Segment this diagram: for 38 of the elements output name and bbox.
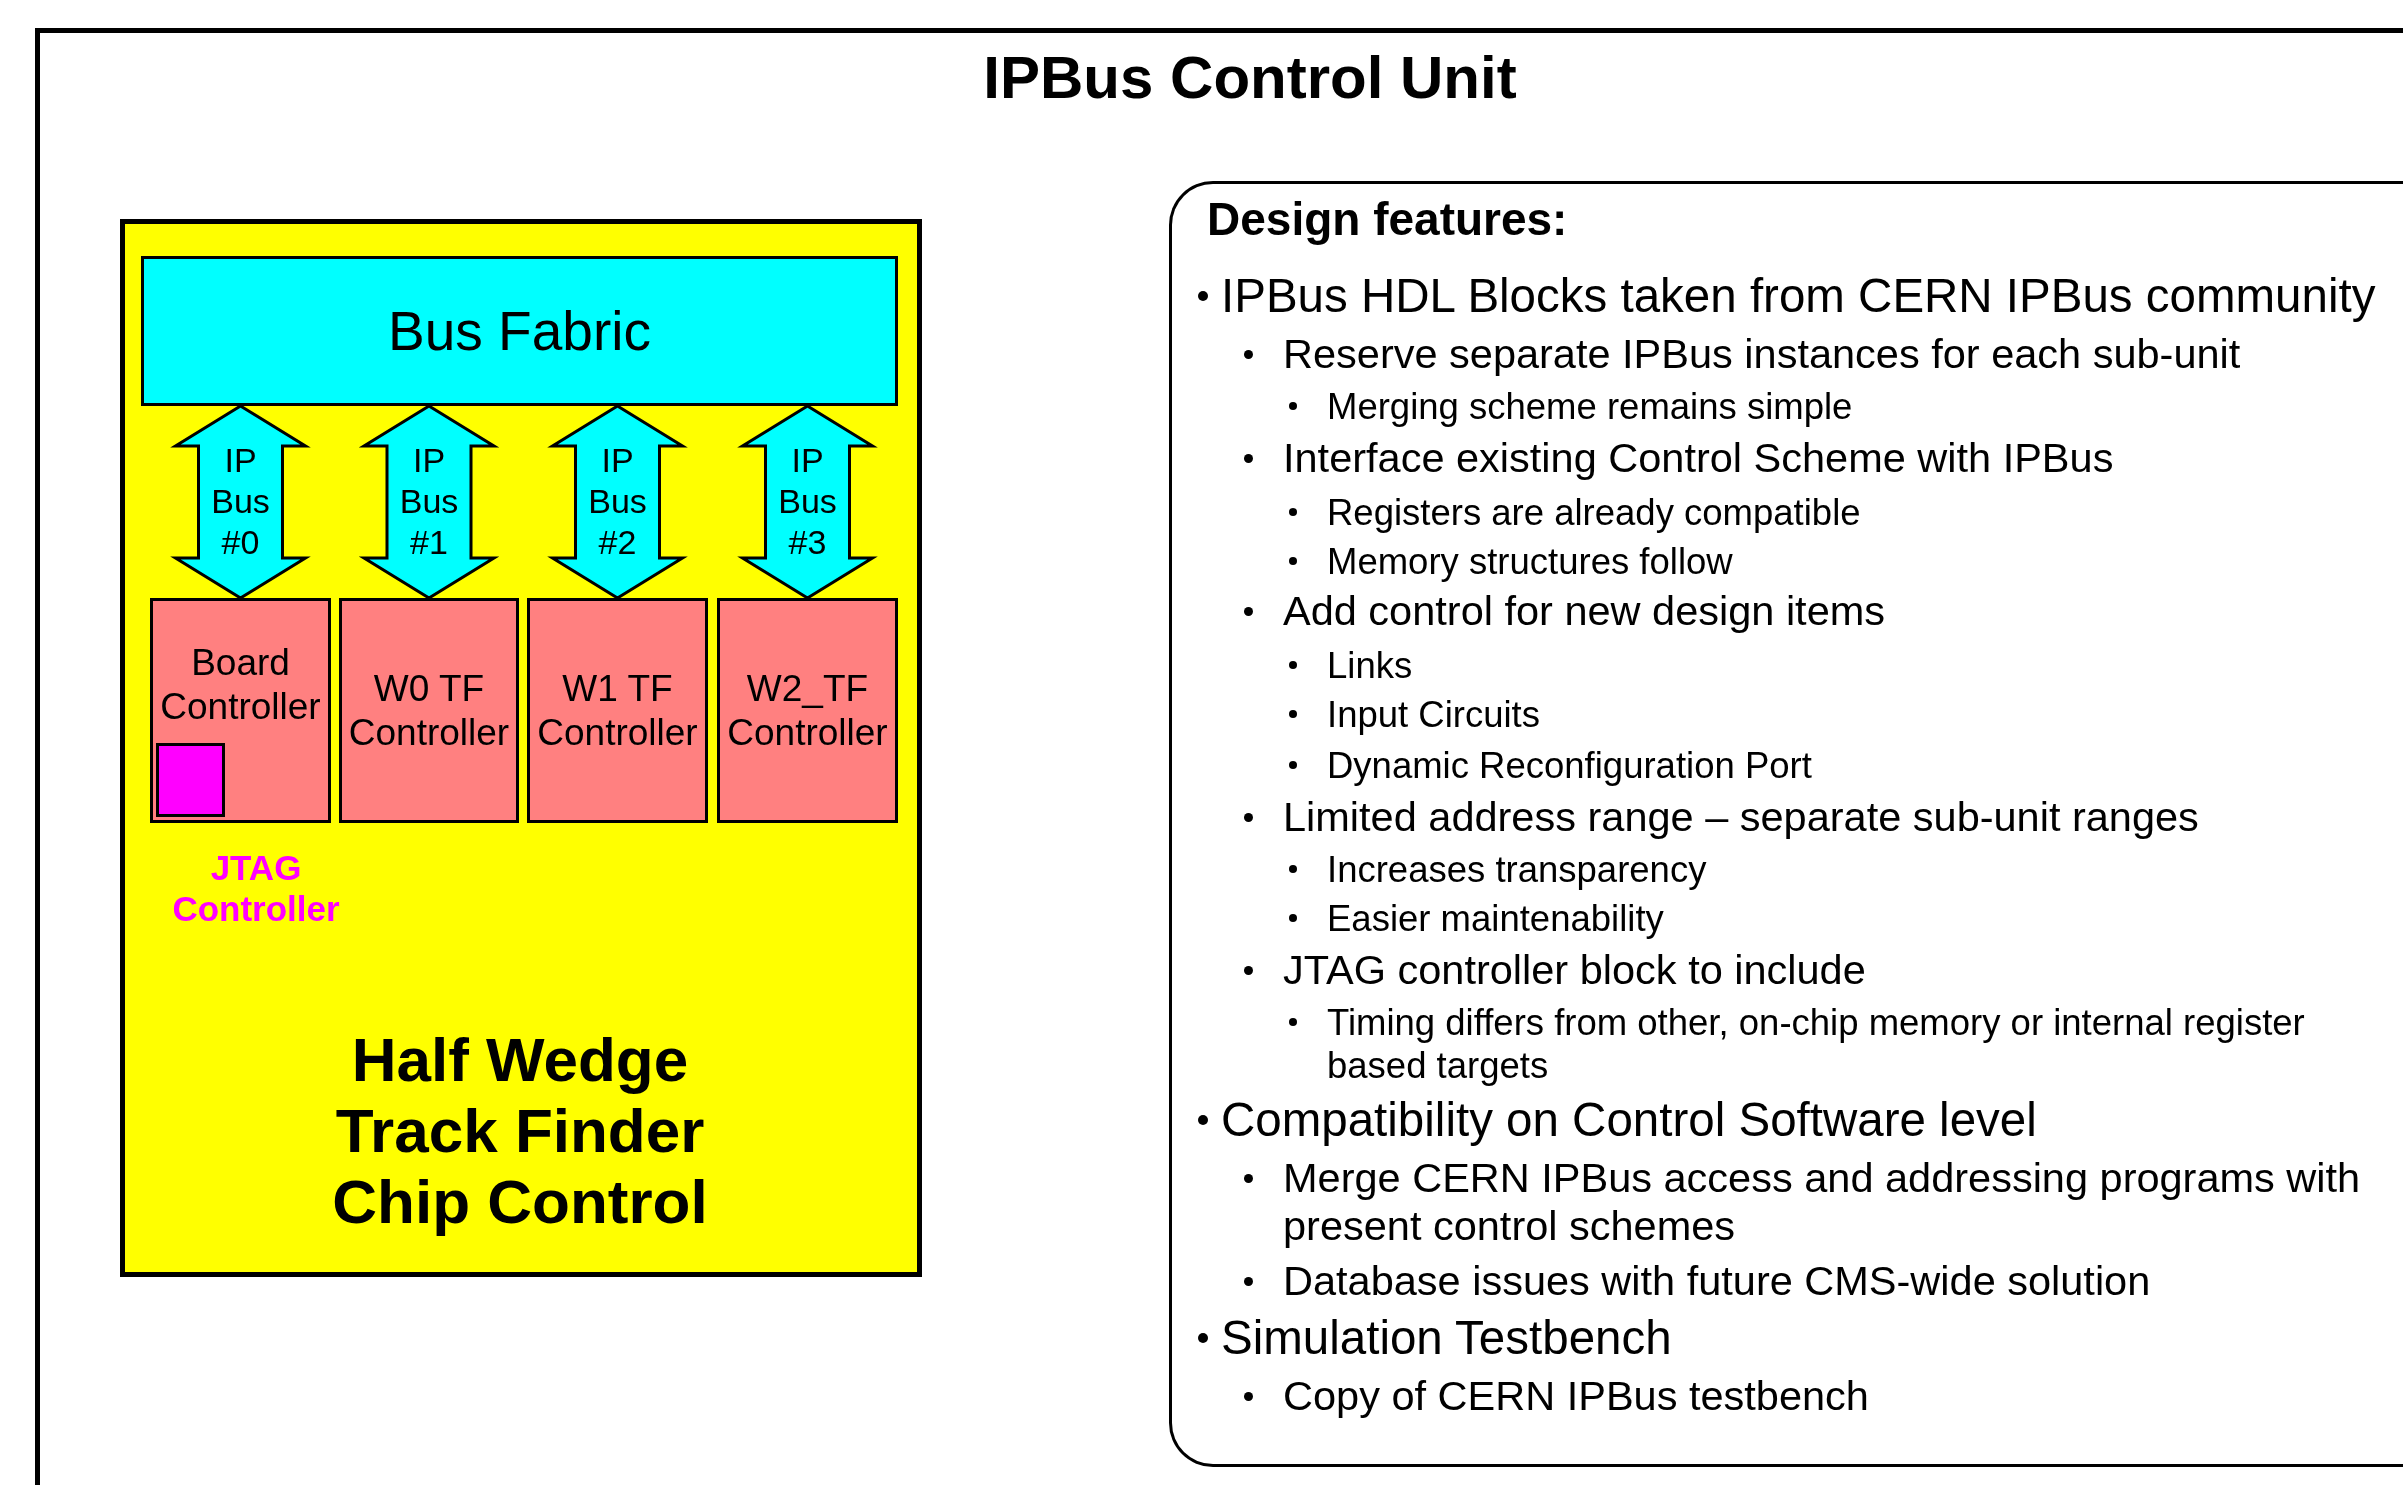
list-item: Limited address range – separate sub-unit ranges	[1283, 793, 2200, 841]
edge-label: IP Bus #0	[210, 440, 271, 563]
text-panel	[1169, 181, 2403, 1467]
list-item: Reserve separate IPBus instances for each sub-unit	[1283, 330, 2242, 378]
controller-box: W1 TF Controller	[527, 598, 708, 823]
list-item: Input Circuits	[1327, 692, 1541, 736]
list-item: Merging scheme remains simple	[1327, 384, 1854, 428]
edge-label: IP Bus #2	[587, 440, 648, 563]
list-item: Links	[1327, 643, 1414, 687]
list-item: Increases transparency	[1327, 847, 1708, 891]
edge-label: IP Bus #3	[777, 440, 838, 563]
list-item: JTAG controller block to include	[1283, 946, 1867, 994]
list-item: Dynamic Reconfiguration Port	[1327, 743, 1813, 787]
chip-block	[120, 219, 922, 1277]
jtag-label: JTAG Controller	[171, 847, 341, 929]
edge-label: IP Bus #1	[398, 440, 460, 563]
list-item: Easier maintenability	[1327, 896, 1665, 940]
list-item: Copy of CERN IPBus testbench	[1283, 1372, 1870, 1420]
slide-title: IPBus Control Unit	[982, 43, 1518, 113]
double-block-arrow	[737, 404, 878, 600]
bus-fabric-box: Bus Fabric	[141, 256, 898, 406]
panel-heading: Design features:	[1207, 192, 1568, 247]
list-item: IPBus HDL Blocks taken from CERN IPBus community	[1221, 271, 2377, 321]
double-block-arrow	[170, 404, 311, 600]
list-item: Memory structures follow	[1327, 539, 1734, 583]
list-item: Merge CERN IPBus access and addressing programs with present control schemes	[1283, 1154, 2362, 1250]
list-item: Timing differs from other, on-chip memory or internal register based targets	[1327, 1000, 2306, 1087]
list-item: Add control for new design items	[1283, 587, 1887, 635]
controller-box: W2_TF Controller	[717, 598, 898, 823]
list-item: Simulation Testbench	[1221, 1313, 1673, 1363]
double-block-arrow	[358, 404, 500, 600]
list-item: Interface existing Control Scheme with IPBus	[1283, 434, 2115, 482]
block-title: Half Wedge Track Finder Chip Control	[331, 1024, 709, 1237]
list-item: Database issues with future CMS-wide solution	[1283, 1257, 2152, 1305]
double-block-arrow	[547, 404, 688, 600]
controller-box: W0 TF Controller	[339, 598, 519, 823]
list-item: Compatibility on Control Software level	[1221, 1095, 2038, 1145]
list-item: Registers are already compatible	[1327, 490, 1862, 534]
